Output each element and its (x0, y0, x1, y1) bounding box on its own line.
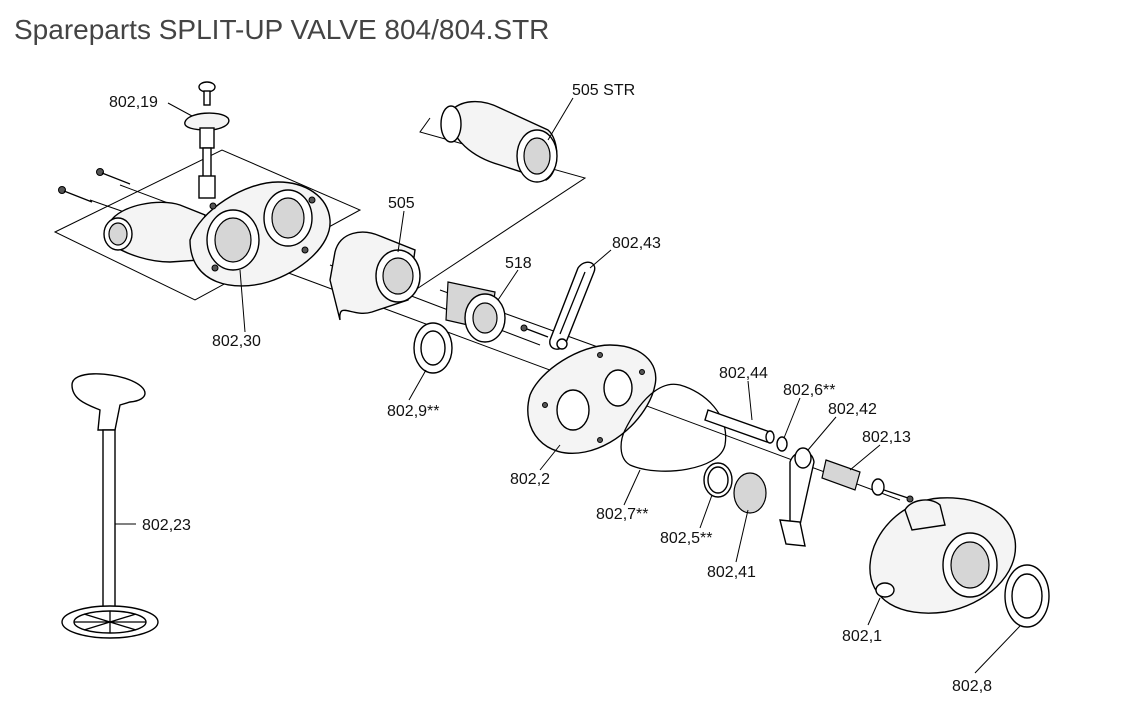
label-802-19: 802,19 (109, 94, 158, 111)
label-802-30: 802,30 (212, 333, 261, 350)
page-title: Spareparts SPLIT-UP VALVE 804/804.STR (14, 14, 550, 45)
leader-lines (115, 97, 1021, 674)
part-802-13-spring (821, 459, 914, 503)
label-802-13: 802,13 (862, 429, 911, 446)
part-802-41-disc (733, 472, 767, 514)
part-518-flange (445, 281, 506, 343)
part-802-7-oring (620, 383, 727, 472)
label-802-44: 802,44 (719, 365, 768, 382)
label-802-2: 802,2 (510, 471, 550, 488)
part-802-19-bracket (184, 81, 230, 199)
label-802-42: 802,42 (828, 401, 877, 418)
label-802-9: 802,9** (387, 403, 440, 420)
label-518: 518 (505, 255, 532, 272)
part-802-44-shaft (704, 409, 775, 444)
part-802-1-body (869, 497, 1017, 614)
part-505-elbow (329, 231, 421, 321)
label-802-8: 802,8 (952, 678, 992, 695)
label-505: 505 (388, 195, 415, 212)
assembly-plane-802-30 (53, 149, 362, 301)
label-802-23: 802,23 (142, 517, 191, 534)
label-802-7: 802,7** (596, 506, 649, 523)
label-802-6: 802,6** (783, 382, 836, 399)
part-505-str-sleeve (440, 101, 558, 183)
part-802-43-lever (520, 261, 596, 350)
part-802-9-gasket (413, 322, 453, 374)
label-802-41: 802,41 (707, 564, 756, 581)
part-802-6-ring (776, 436, 788, 452)
label-802-5: 802,5** (660, 530, 713, 547)
label-505-str: 505 STR (572, 82, 635, 99)
part-802-5-ring (703, 462, 733, 498)
part-802-23-tool (61, 373, 159, 639)
part-802-30-housing (103, 181, 331, 287)
part-labels: 802,19 505 STR 505 518 802,43 802,30 802… (109, 82, 992, 695)
label-802-1: 802,1 (842, 628, 882, 645)
part-802-42-handle (779, 447, 815, 547)
part-802-2-cover (527, 344, 657, 454)
label-802-43: 802,43 (612, 235, 661, 252)
screws-802-30 (58, 168, 131, 203)
part-802-8-gasket (1004, 564, 1050, 628)
